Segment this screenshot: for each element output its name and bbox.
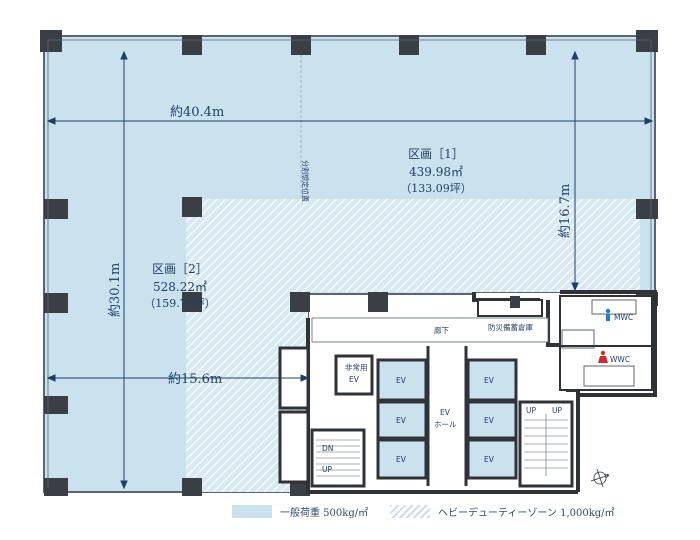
dimension-height-left: 約30.1m bbox=[108, 263, 123, 317]
legend-heavy-swatch bbox=[390, 504, 430, 518]
elevator-bank-left bbox=[376, 358, 428, 480]
ev-hall bbox=[428, 346, 466, 486]
zone1-tsubo: （133.09坪） bbox=[400, 182, 472, 195]
legend-general-label: 一般荷重 500kg/㎡ bbox=[280, 507, 369, 519]
ev-label-l2: EV bbox=[396, 416, 407, 425]
dimension-width-mid: 約15.6m bbox=[168, 372, 222, 387]
wwc-label: WWC bbox=[610, 355, 630, 364]
emergency-ev-label-1: 非常用 bbox=[345, 362, 368, 372]
stairs-dn-label: DN bbox=[322, 444, 333, 453]
ev-label-l1: EV bbox=[396, 376, 407, 385]
mwc-label: MWC bbox=[614, 313, 633, 322]
dimension-lines bbox=[46, 50, 654, 490]
core-rooms-left bbox=[278, 346, 310, 484]
zone1-area: 439.98㎡ bbox=[409, 165, 463, 179]
ev-label-r3: EV bbox=[484, 455, 495, 464]
ev-hall-label-2: ホール bbox=[434, 420, 457, 429]
stairs-up-label-r2: UP bbox=[552, 406, 562, 415]
legend-general-swatch bbox=[232, 504, 272, 518]
restrooms bbox=[559, 295, 653, 391]
emergency-ev bbox=[334, 354, 374, 396]
legend-heavy: ヘビーデューティーゾーン 1,000kg/㎡ bbox=[390, 503, 615, 519]
ev-label-l3: EV bbox=[396, 455, 407, 464]
dimension-width-top: 約40.4m bbox=[170, 105, 224, 120]
stairs-up-label: UP bbox=[322, 465, 332, 474]
partition-label: 分割想定位置 bbox=[301, 160, 310, 202]
zone2-area: 528.22㎡ bbox=[153, 280, 207, 294]
elevator-bank-right bbox=[466, 358, 518, 480]
compass-icon bbox=[590, 468, 610, 488]
ev-hall-label-1: EV bbox=[440, 408, 451, 417]
ev-label-r2: EV bbox=[484, 416, 495, 425]
legend-heavy-label: ヘビーデューティーゾーン 1,000kg/㎡ bbox=[438, 507, 615, 519]
stairs-right: UP UP bbox=[518, 400, 574, 488]
mwc-icon bbox=[605, 308, 611, 314]
wwc-icon bbox=[600, 350, 606, 356]
dimension-height-right: 約16.7m bbox=[558, 184, 573, 238]
zone1-name: 区画［1］ bbox=[408, 147, 464, 161]
legend-general: 一般荷重 500kg/㎡ bbox=[232, 503, 368, 519]
stairs-left: DN UP bbox=[310, 428, 366, 488]
emergency-ev-label-2: EV bbox=[349, 375, 360, 384]
corridor bbox=[311, 317, 549, 343]
stairs-up-label-r1: UP bbox=[526, 406, 536, 415]
zone2-name: 区画［2］ bbox=[152, 262, 208, 276]
window-ticks bbox=[47, 39, 652, 488]
corridor-label: 廊下 bbox=[434, 325, 449, 335]
ev-label-r1: EV bbox=[484, 376, 495, 385]
zone2-tsubo: （159.79坪） bbox=[144, 297, 216, 310]
storage-label: 防災備蓄倉庫 bbox=[488, 322, 533, 332]
